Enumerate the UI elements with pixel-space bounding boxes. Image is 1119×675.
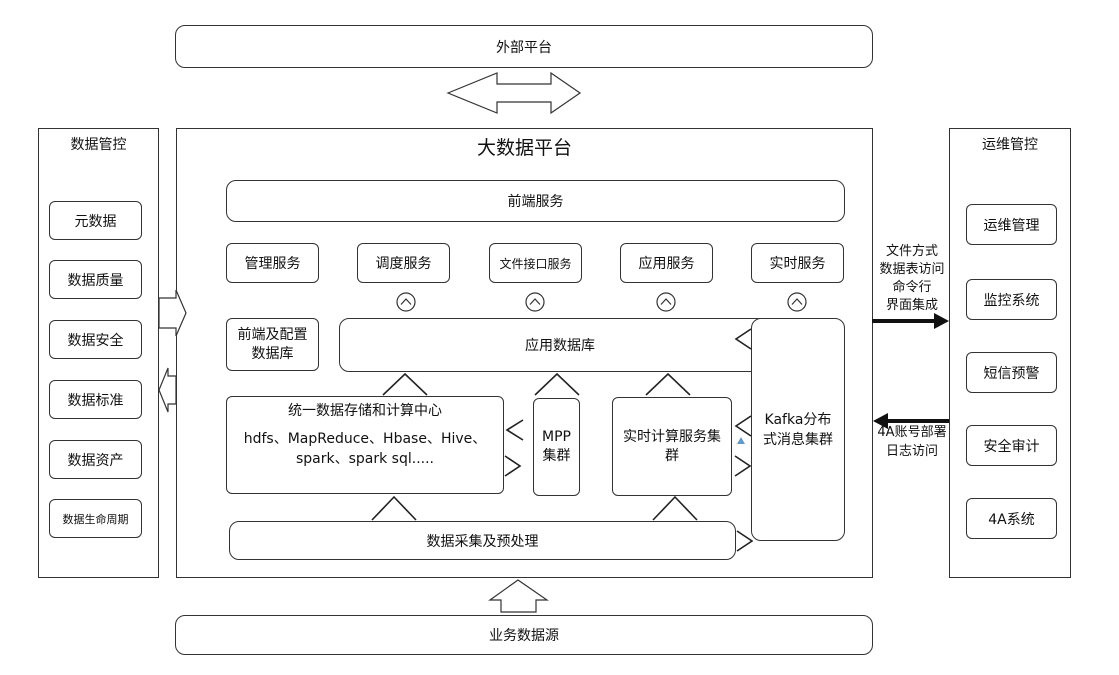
ops-management-label: 运维管理 <box>983 217 1040 234</box>
application-service-label: 应用服务 <box>638 256 695 272</box>
chevron-up-icon <box>652 495 698 521</box>
chevron-up-circle-icon <box>525 292 545 312</box>
annotation-file-mode: 文件方式 <box>885 244 938 259</box>
business-data-source-box: 业务数据源 <box>175 615 873 655</box>
data-collection-box: 数据采集及预处理 <box>229 521 736 560</box>
frontend-config-db-line1: 前端及配置 <box>237 326 308 343</box>
chevron-left-icon <box>734 328 752 350</box>
storage-compute-line2: spark、spark sql..... <box>295 451 435 467</box>
annotation-table-access: 数据表访问 <box>879 262 945 277</box>
chevron-up-circle-icon <box>787 292 807 312</box>
data-security-label: 数据安全 <box>67 332 124 349</box>
realtime-cluster-line2: 群 <box>665 447 679 464</box>
sms-alert-label: 短信预警 <box>983 365 1040 382</box>
data-standard-label: 数据标准 <box>67 392 124 409</box>
data-collection-label: 数据采集及预处理 <box>426 533 539 550</box>
annotation-log-access: 日志访问 <box>885 444 938 459</box>
realtime-compute-cluster-box: 实时计算服务集 群 <box>612 397 732 496</box>
data-asset-box: 数据资产 <box>49 440 142 479</box>
ops-management-box: 运维管理 <box>966 204 1057 245</box>
up-arrow-bottom <box>488 579 549 613</box>
application-db-box: 应用数据库 <box>339 318 781 372</box>
data-security-box: 数据安全 <box>49 320 142 359</box>
frontend-config-db-line2: 数据库 <box>251 345 294 362</box>
mpp-line2: 集群 <box>542 448 571 464</box>
external-platform-label: 外部平台 <box>496 39 552 56</box>
data-asset-label: 数据资产 <box>67 452 124 469</box>
chevron-right-icon <box>504 455 522 477</box>
scheduling-service-box: 调度服务 <box>357 243 450 283</box>
application-db-label: 应用数据库 <box>525 338 595 354</box>
kafka-line1: Kafka分布 <box>764 411 832 428</box>
frontend-service-label: 前端服务 <box>507 194 564 210</box>
annotation-4a-account: 4A账号部署 <box>877 425 947 440</box>
left-arrow-left-panel <box>158 367 177 413</box>
annotation-command-line: 命令行 <box>892 280 932 295</box>
mpp-cluster-box: MPP 集群 <box>533 398 580 496</box>
metadata-box: 元数据 <box>49 201 142 240</box>
management-service-label: 管理服务 <box>244 256 301 272</box>
data-control-title: 数据管控 <box>70 137 127 153</box>
big-data-platform-title: 大数据平台 <box>476 137 572 159</box>
realtime-cluster-line1: 实时计算服务集 <box>623 428 721 445</box>
ops-arrow-right-head <box>934 313 949 329</box>
kafka-cluster-box: Kafka分布 式消息集群 <box>751 318 845 541</box>
chevron-left-icon <box>505 419 524 441</box>
data-lifecycle-box: 数据生命周期 <box>49 499 142 538</box>
chevron-up-icon <box>534 372 580 396</box>
monitoring-system-box: 监控系统 <box>966 279 1057 320</box>
storage-compute-title: 统一数据存储和计算中心 <box>288 403 442 419</box>
mpp-line1: MPP <box>542 429 571 445</box>
storage-compute-line1: hdfs、MapReduce、Hbase、Hive、 <box>243 431 487 447</box>
file-interface-service-box: 文件接口服务 <box>489 243 582 283</box>
management-service-box: 管理服务 <box>226 243 319 283</box>
monitoring-system-label: 监控系统 <box>983 292 1040 309</box>
application-service-box: 应用服务 <box>620 243 713 283</box>
metadata-label: 元数据 <box>74 213 117 230</box>
realtime-service-label: 实时服务 <box>769 256 826 272</box>
scheduling-service-label: 调度服务 <box>375 256 432 272</box>
ops-control-title: 运维管控 <box>982 137 1038 153</box>
external-platform-box: 外部平台 <box>175 25 873 68</box>
chevron-right-icon <box>734 455 752 477</box>
chevron-up-circle-icon <box>656 292 676 312</box>
chevron-up-icon <box>382 372 428 396</box>
ops-arrow-left-head <box>873 413 888 429</box>
data-quality-label: 数据质量 <box>67 272 124 289</box>
chevron-up-icon <box>371 495 417 521</box>
data-quality-box: 数据质量 <box>49 260 142 299</box>
data-lifecycle-label: 数据生命周期 <box>62 512 129 526</box>
sms-alert-box: 短信预警 <box>966 352 1057 393</box>
kafka-line2: 式消息集群 <box>763 431 833 448</box>
security-audit-box: 安全审计 <box>966 425 1057 466</box>
chevron-right-icon <box>736 530 754 552</box>
frontend-config-db-box: 前端及配置 数据库 <box>226 318 319 371</box>
data-standard-box: 数据标准 <box>49 380 142 419</box>
chevron-up-icon <box>645 372 691 396</box>
4a-system-label: 4A系统 <box>988 511 1035 528</box>
file-interface-service-label: 文件接口服务 <box>499 256 572 271</box>
security-audit-label: 安全审计 <box>983 438 1040 455</box>
frontend-service-box: 前端服务 <box>226 180 845 222</box>
realtime-service-box: 实时服务 <box>751 243 844 283</box>
right-arrow-left-panel <box>158 289 187 337</box>
4a-system-box: 4A系统 <box>966 498 1057 539</box>
double-arrow-top <box>446 71 582 115</box>
storage-compute-center-box <box>226 396 504 494</box>
small-triangle-marker <box>737 437 745 444</box>
business-data-source-label: 业务数据源 <box>489 628 559 644</box>
chevron-left-icon <box>734 415 752 437</box>
chevron-up-circle-icon <box>396 292 416 312</box>
annotation-ui-integration: 界面集成 <box>885 298 938 313</box>
